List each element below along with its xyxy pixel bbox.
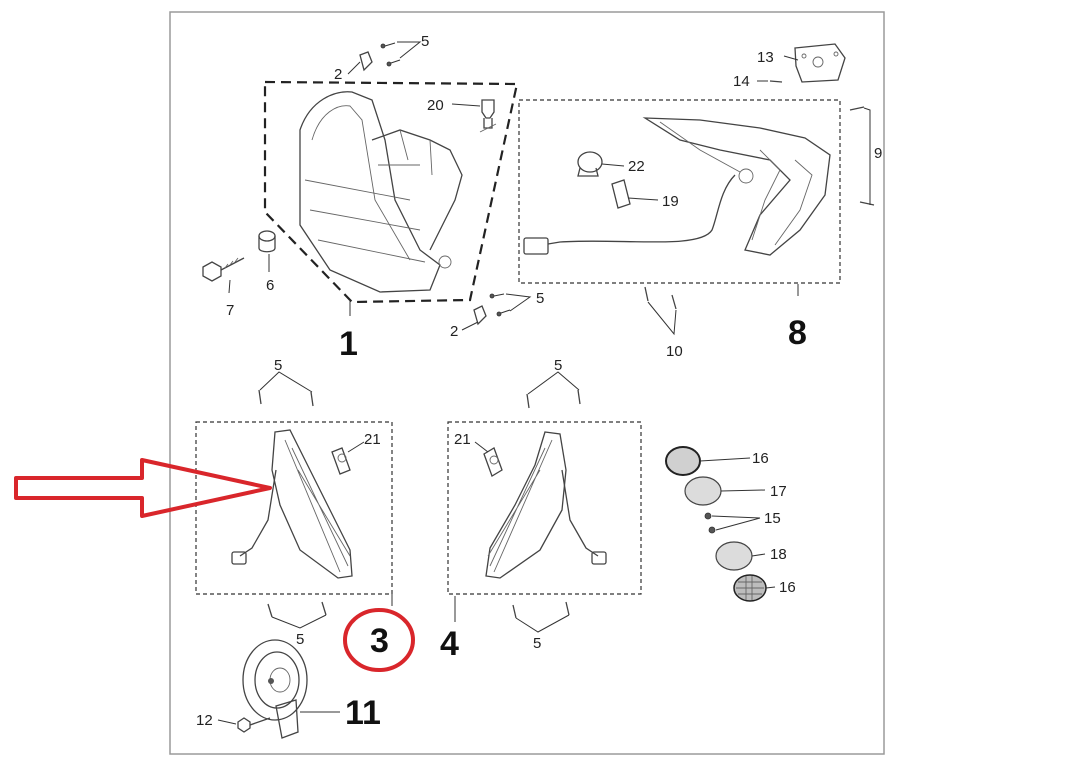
bolt-12-part [237, 717, 271, 733]
callout-7: 7 [226, 302, 234, 319]
leader-lines [217, 41, 799, 725]
horn-assembly [242, 639, 308, 739]
callout-21a: 21 [364, 431, 381, 448]
callout-14: 14 [733, 73, 750, 90]
left-indicator-group-outline [195, 421, 393, 595]
screw-clip-2b-part [473, 293, 511, 326]
highlight-arrow [14, 458, 272, 518]
callout-13: 13 [757, 49, 774, 66]
callout-18: 18 [770, 546, 787, 563]
bulb-21a-part [331, 447, 351, 475]
screw-clip-2a-part [359, 42, 401, 72]
group-number-right-indicator: 4 [440, 625, 459, 663]
reflector-17-part [684, 476, 722, 506]
group-number-headlight: 1 [339, 325, 358, 363]
highlight-circle [343, 608, 415, 672]
screws-5-upper-right [526, 389, 581, 409]
screws-5-lower-left [267, 601, 327, 618]
screw-14-part [769, 80, 783, 83]
callout-5d: 5 [554, 357, 562, 374]
callout-10: 10 [666, 343, 683, 360]
callout-22: 22 [628, 158, 645, 175]
callout-5c: 5 [274, 357, 282, 374]
callout-21b: 21 [454, 431, 471, 448]
right-indicator-group-outline [447, 421, 642, 595]
callout-labels: 2 5 20 13 14 9 22 19 7 6 2 5 10 5 5 21 2… [196, 33, 882, 729]
callout-20: 20 [427, 97, 444, 114]
callout-9: 9 [874, 145, 882, 162]
group-number-horn: 11 [345, 694, 381, 732]
group-number-left-indicator: 3 [370, 622, 389, 660]
bulb-20-part [479, 99, 497, 133]
screws-10-part [644, 286, 677, 310]
diagram-sheet-border [169, 11, 885, 755]
callout-5b: 5 [536, 290, 544, 307]
callout-16a: 16 [752, 450, 769, 467]
callout-15: 15 [764, 510, 781, 527]
screws-5-lower-right [512, 601, 570, 619]
screw-9-part [849, 106, 875, 206]
headlight-group-outline [263, 80, 519, 304]
bolt-7-part [202, 257, 245, 282]
group-number-turn-light: 8 [788, 314, 807, 352]
callout-6: 6 [266, 277, 274, 294]
headlight-assembly [299, 91, 463, 293]
left-indicator-assembly [231, 429, 353, 579]
bulb-22-part [577, 151, 603, 177]
turn-light-assembly [523, 117, 831, 256]
group-numbers: 1 8 3 4 11 [339, 314, 807, 732]
callout-19: 19 [662, 193, 679, 210]
callout-16b: 16 [779, 579, 796, 596]
plate-13-part [794, 43, 846, 83]
reflector-16a-part [665, 446, 701, 476]
callout-2b: 2 [450, 323, 458, 340]
callout-2a: 2 [334, 66, 342, 83]
grommet-6-part [258, 230, 276, 253]
callout-12: 12 [196, 712, 213, 729]
reflector-18-part [715, 541, 753, 571]
bulb-21b-part [483, 447, 503, 477]
right-indicator-assembly [485, 431, 607, 579]
screws-5-upper-left [258, 389, 314, 407]
callout-5e: 5 [296, 631, 304, 648]
grille-16b-part [733, 574, 767, 602]
nuts-15-part [704, 512, 716, 534]
socket-19-part [611, 179, 631, 209]
callout-17: 17 [770, 483, 787, 500]
callout-5f: 5 [533, 635, 541, 652]
callout-5a: 5 [421, 33, 429, 50]
